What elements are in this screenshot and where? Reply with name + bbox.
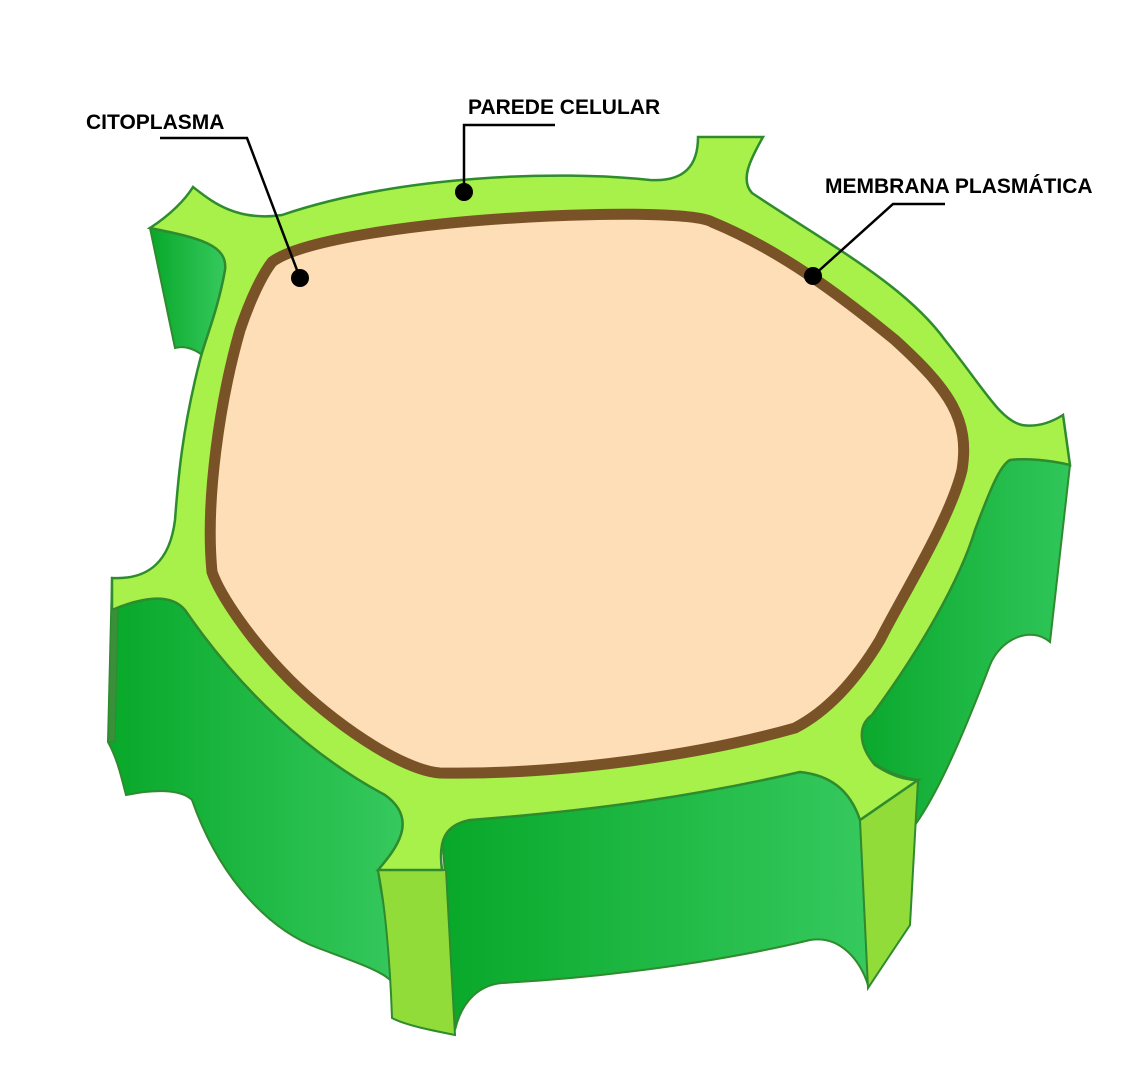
label-cell-wall: PAREDE CELULAR — [455, 96, 660, 201]
plasma-membrane — [204, 208, 970, 779]
leader-dot-plasma-membrane — [804, 267, 822, 285]
label-cell-wall-text: PAREDE CELULAR — [468, 96, 660, 119]
label-cytoplasm: CITOPLASMA — [86, 111, 309, 287]
leader-dot-cytoplasm — [291, 269, 309, 287]
cell-wall-side-faces — [106, 226, 1072, 1037]
leader-dot-cell-wall — [455, 183, 473, 201]
label-cytoplasm-text: CITOPLASMA — [86, 111, 224, 134]
label-plasma-membrane-text: MEMBRANA PLASMÁTICA — [825, 175, 1093, 198]
leader-line-cell-wall — [462, 123, 555, 192]
leader-line-plasma-membrane — [812, 202, 945, 277]
wall-connector-front-left — [376, 869, 457, 1037]
leader-line-cytoplasm — [160, 136, 302, 279]
label-plasma-membrane: MEMBRANA PLASMÁTICA — [804, 175, 1093, 285]
